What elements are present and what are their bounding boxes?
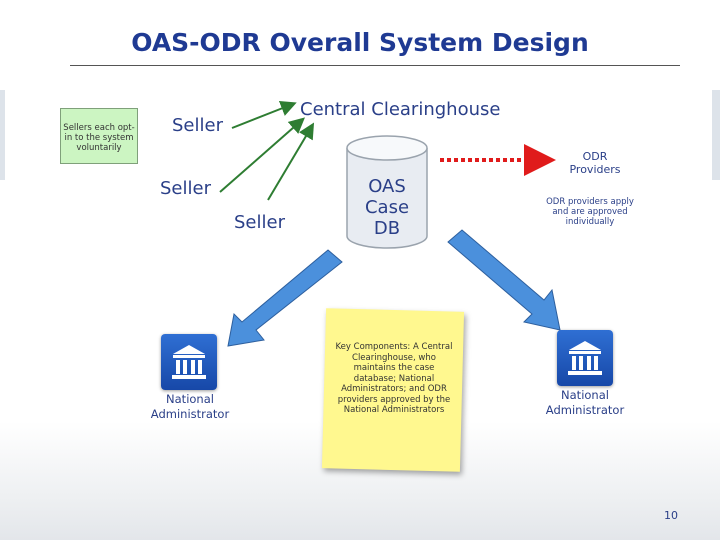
database-cylinder-icon (346, 135, 428, 249)
seller-label-3: Seller (234, 212, 285, 233)
sellers-note: Sellers each opt-in to the system volunt… (60, 108, 138, 164)
government-building-icon (161, 334, 217, 390)
page-title: OAS-ODR Overall System Design (131, 28, 589, 57)
key-components-text: Key Components: A Central Clearinghouse,… (335, 342, 453, 415)
database-label-line1: OAS (368, 176, 406, 197)
seller-label-1: Seller (172, 115, 223, 136)
right-admin-arrow (447, 229, 561, 331)
government-building-icon (557, 330, 613, 386)
odr-providers-label: ODR Providers (569, 150, 621, 176)
seller-arrow-3 (267, 122, 315, 201)
database-label-line2: Case (364, 197, 410, 218)
page-number: 10 (664, 509, 678, 522)
odr-providers-description: ODR providers apply and are approved ind… (546, 197, 634, 227)
right-edge-bar (712, 90, 720, 180)
left-edge-bar (0, 90, 5, 180)
database-label: OAS Case DB (350, 176, 424, 239)
left-admin-arrow (227, 249, 343, 347)
seller-label-2: Seller (160, 178, 211, 199)
national-admin-label-left: National Administrator (150, 392, 230, 421)
title-underline (70, 65, 680, 66)
clearinghouse-label: Central Clearinghouse (300, 99, 501, 120)
seller-arrow-1 (231, 100, 297, 129)
seller-arrow-2 (219, 117, 306, 193)
database-label-line3: DB (373, 218, 401, 239)
national-admin-label-right: National Administrator (545, 388, 625, 417)
